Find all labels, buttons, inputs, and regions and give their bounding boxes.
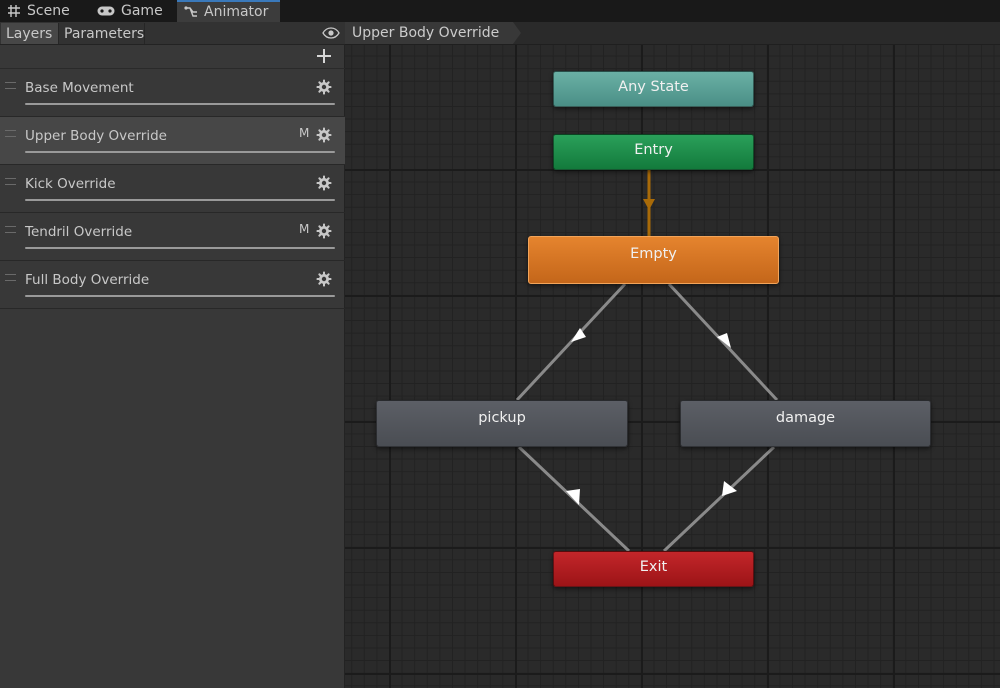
tab-animator[interactable]: Animator <box>177 0 280 22</box>
layer-weight-bar[interactable] <box>25 199 335 201</box>
drag-handle-icon[interactable] <box>5 130 16 137</box>
transition-empty-damage[interactable] <box>667 282 779 402</box>
drag-handle-icon[interactable] <box>5 178 16 185</box>
tab-animator-label: Animator <box>204 4 269 20</box>
drag-handle-icon[interactable] <box>5 82 16 89</box>
state-label: Exit <box>639 559 668 575</box>
mask-flag: M <box>299 222 310 236</box>
gear-icon[interactable] <box>316 223 332 239</box>
state-exit[interactable]: Exit <box>553 551 754 587</box>
state-label: Any State <box>618 79 689 95</box>
state-label: damage <box>775 409 836 426</box>
state-pickup[interactable]: pickup <box>376 400 628 447</box>
tab-layers[interactable]: Layers <box>1 23 59 44</box>
layer-weight-bar[interactable] <box>25 103 335 105</box>
layer-tendril-override[interactable]: Tendril Override M <box>0 213 345 261</box>
transition-arrow-icon <box>571 328 586 342</box>
layer-name: Full Body Override <box>25 272 150 288</box>
gamepad-icon <box>97 4 115 18</box>
animator-icon <box>184 5 198 19</box>
layer-name: Base Movement <box>25 80 134 96</box>
gear-icon[interactable] <box>316 127 332 143</box>
mask-flag: M <box>299 126 310 140</box>
layer-weight-bar[interactable] <box>25 295 335 297</box>
grid-icon <box>7 4 21 18</box>
drag-handle-icon[interactable] <box>5 226 16 233</box>
breadcrumb-item[interactable]: Upper Body Override <box>345 22 522 44</box>
layer-base-movement[interactable]: Base Movement <box>0 69 345 117</box>
eye-icon[interactable] <box>322 26 340 40</box>
state-label: Entry <box>634 142 673 158</box>
transition-arrow-icon <box>722 481 737 496</box>
layer-full-body-override[interactable]: Full Body Override <box>0 261 345 309</box>
tab-game-label: Game <box>121 3 163 19</box>
state-label: pickup <box>478 409 526 426</box>
plus-icon[interactable] <box>316 48 332 64</box>
gear-icon[interactable] <box>316 175 332 191</box>
layers-panel: Layers Parameters Base Movement Upper Bo… <box>0 22 345 688</box>
tab-scene-label: Scene <box>27 3 70 19</box>
state-damage[interactable]: damage <box>680 400 931 447</box>
state-entry[interactable]: Entry <box>553 134 754 170</box>
tab-scene[interactable]: Scene <box>0 0 84 22</box>
tab-parameters[interactable]: Parameters <box>59 23 145 44</box>
layer-name: Tendril Override <box>25 224 133 240</box>
tab-game[interactable]: Game <box>90 0 172 22</box>
layer-name: Upper Body Override <box>25 128 167 144</box>
panel-tab-bar: Layers Parameters <box>0 22 345 45</box>
transition-arrow-icon <box>717 333 731 348</box>
gear-icon[interactable] <box>316 271 332 287</box>
transition-arrow-icon <box>643 199 655 210</box>
state-any-state[interactable]: Any State <box>553 71 754 107</box>
breadcrumb: Upper Body Override <box>345 22 1000 45</box>
state-label: Empty <box>630 246 677 262</box>
layer-upper-body-override[interactable]: Upper Body Override M <box>0 117 345 165</box>
transition-damage-exit[interactable] <box>662 445 776 553</box>
add-layer-row <box>0 45 345 69</box>
layer-weight-bar[interactable] <box>25 151 335 153</box>
layer-kick-override[interactable]: Kick Override <box>0 165 345 213</box>
transition-arrow-icon <box>566 489 580 505</box>
layer-weight-bar[interactable] <box>25 247 335 249</box>
state-empty[interactable]: Empty <box>528 236 779 284</box>
window-tab-bar: Scene Game Animator <box>0 0 1000 22</box>
gear-icon[interactable] <box>316 79 332 95</box>
layer-name: Kick Override <box>25 176 116 192</box>
drag-handle-icon[interactable] <box>5 274 16 281</box>
